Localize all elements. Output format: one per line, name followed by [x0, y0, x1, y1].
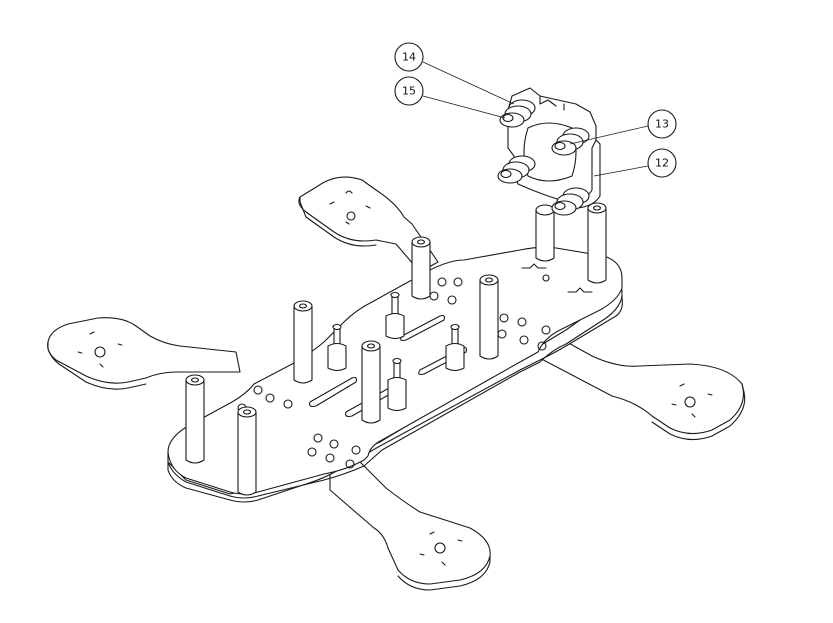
grommet-bottom-right — [551, 187, 590, 216]
top-plate-holes — [237, 277, 551, 469]
grommet-top-left — [499, 99, 536, 128]
grommet-bottom-left — [497, 155, 536, 184]
callout-leaders — [422, 61, 649, 177]
callout-13-label: 13 — [655, 118, 669, 131]
callout-15: 15 — [394, 76, 424, 106]
standoffs — [185, 202, 607, 496]
callout-14: 14 — [394, 42, 424, 72]
camera-mount-plate — [497, 87, 601, 216]
callout-14-label: 14 — [402, 51, 416, 64]
callout-12: 12 — [647, 148, 677, 178]
arm-front-left — [47, 317, 241, 390]
grommet-top-right — [551, 127, 590, 156]
callout-15-label: 15 — [402, 85, 416, 98]
arm-front-right — [329, 461, 491, 591]
arm-back-right — [531, 335, 746, 441]
callout-13: 13 — [647, 109, 677, 139]
callout-12-label: 12 — [655, 157, 669, 170]
arm-back-left — [298, 176, 439, 273]
